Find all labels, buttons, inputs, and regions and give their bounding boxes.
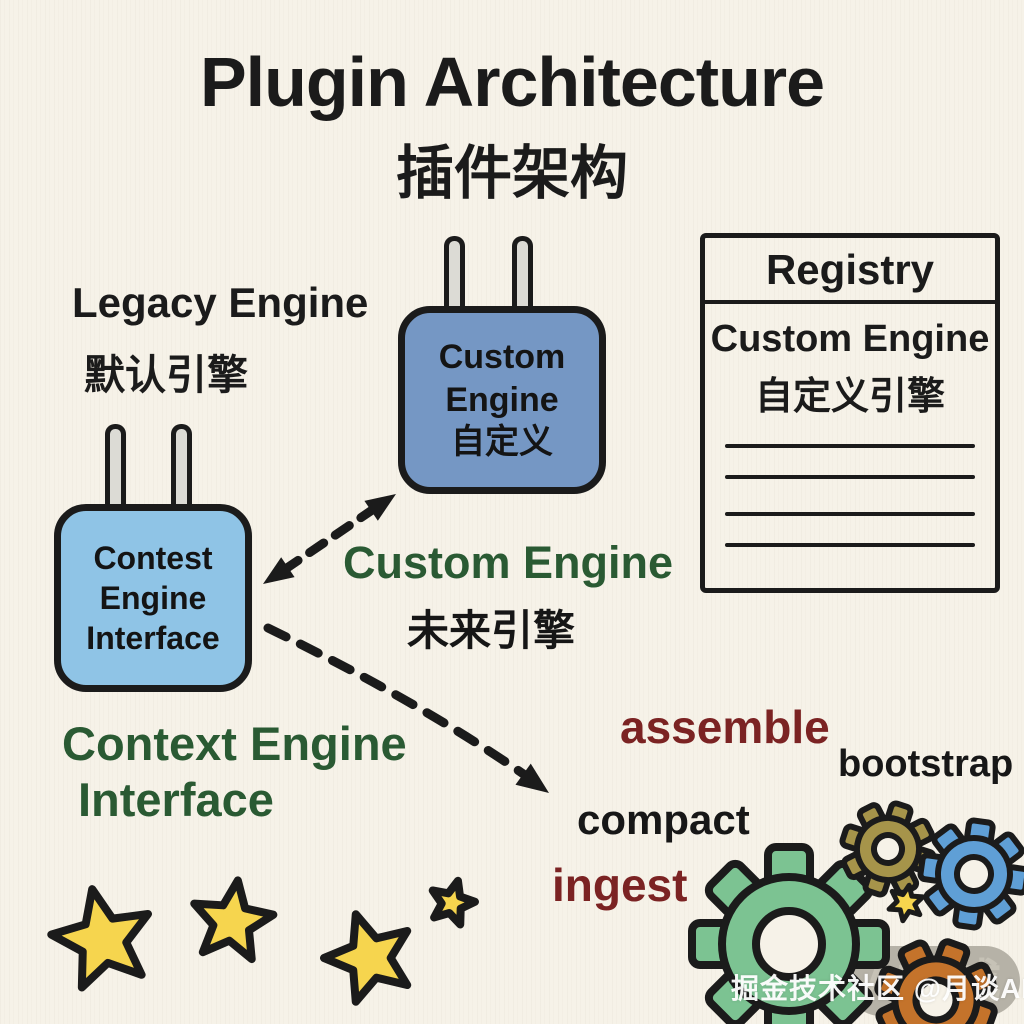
watermark: 掘金技术社区 @月谈AI (731, 973, 1024, 1004)
registry-title: Registry (765, 246, 935, 293)
keyword-ingest: ingest (552, 859, 688, 911)
future-engine-label: Custom Engine (343, 537, 674, 588)
plug-label-line: Interface (86, 620, 220, 657)
custom-engine-plug: Custom Engine 自定义 (396, 234, 608, 496)
plug-label-line: Engine (99, 579, 207, 616)
keyword-assemble: assemble (620, 701, 830, 753)
star-icon (188, 875, 278, 961)
keyword-compact: compact (577, 796, 750, 843)
gear-orange-icon (874, 938, 998, 1024)
registry-entry-zh: 自定义引擎 (754, 376, 945, 418)
bidirectional-dashed-arrow (263, 494, 396, 584)
registry-blank-line (725, 512, 975, 516)
star-icon (314, 901, 423, 1007)
gear-green-icon (688, 843, 890, 1024)
plug-label-line: 自定义 (451, 423, 553, 462)
registry-blank-line (725, 444, 975, 448)
page-title: Plugin Architecture (199, 43, 825, 121)
keyword-bootstrap: bootstrap (838, 743, 1014, 785)
plug-label-line: Contest (93, 539, 213, 576)
future-engine-label-zh: 未来引擎 (407, 607, 576, 654)
registry-entry: Custom Engine (710, 318, 990, 360)
registry-box: Registry Custom Engine 自定义引擎 (700, 233, 1000, 593)
registry-separator (705, 300, 995, 304)
starburst-icon (888, 883, 925, 924)
star-icon (44, 879, 160, 992)
custom-engine-plug-body: Custom Engine 自定义 (398, 306, 606, 494)
dashed-arrow-to-keywords (263, 623, 549, 793)
gear-blue-icon (917, 817, 1024, 931)
page-title-zh: 插件架构 (395, 141, 628, 206)
legacy-engine-label-zh: 默认引擎 (84, 352, 248, 398)
registry-blank-line (725, 543, 975, 547)
plug-label-line: Custom (438, 337, 566, 376)
star-icon (426, 875, 479, 927)
context-engine-interface-label: Context Engine (62, 717, 407, 770)
registry-blank-line (725, 475, 975, 479)
context-engine-plug: Contest Engine Interface (52, 422, 254, 694)
context-engine-interface-label: Interface (78, 773, 274, 826)
context-engine-plug-body: Contest Engine Interface (54, 504, 252, 692)
plug-label-line: Engine (445, 380, 559, 419)
legacy-engine-label: Legacy Engine (72, 279, 369, 326)
